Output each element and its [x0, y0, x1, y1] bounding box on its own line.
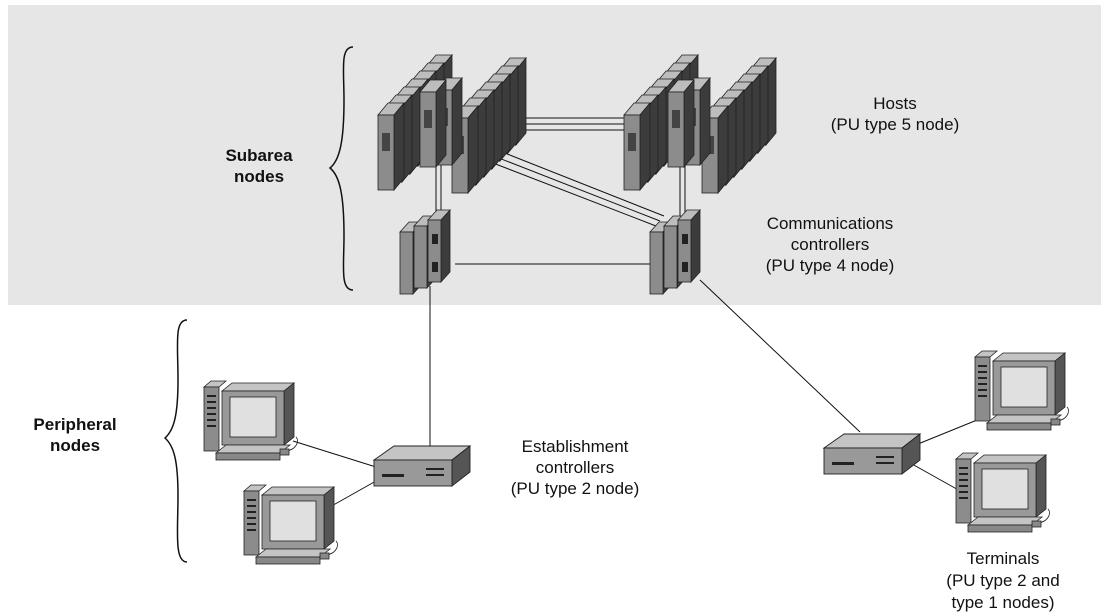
comm-controller-left: [399, 209, 451, 295]
establishment-label-line1: Establishment: [521, 437, 629, 456]
subarea-nodes-label: Subarea nodes: [204, 145, 314, 187]
connection-lines: [292, 117, 983, 509]
hosts-label: Hosts (PU type 5 node): [800, 93, 990, 135]
peripheral-nodes-label: Peripheral nodes: [10, 414, 140, 456]
establishment-label-line3: (PU type 2 node): [510, 479, 640, 498]
subarea-brace: [328, 46, 354, 291]
terminal-right-bottom: [955, 452, 1050, 533]
comm-controllers-label: Communications controllers (PU type 4 no…: [735, 213, 925, 276]
peripheral-label-line1: Peripheral: [33, 415, 117, 434]
hosts-label-line1: Hosts: [873, 94, 917, 113]
establishment-controller: [373, 445, 471, 487]
comm-controllers-label-line1: Communications: [766, 214, 894, 233]
establishment-controllers-label: Establishment controllers (PU type 2 nod…: [480, 436, 670, 499]
terminal-left-bottom: [243, 484, 338, 565]
terminals-label-line1: Terminals: [966, 549, 1040, 568]
comm-controllers-label-line2: controllers: [790, 235, 870, 254]
comm-controllers-label-line3: (PU type 4 node): [765, 256, 895, 275]
terminals-label: Terminals (PU type 2 and type 1 nodes): [908, 548, 1098, 614]
terminals-label-line2: (PU type 2 and: [946, 571, 1060, 590]
peripheral-label-line2: nodes: [49, 436, 101, 455]
terminal-right-top: [974, 350, 1069, 431]
hosts-label-line2: (PU type 5 node): [830, 115, 960, 134]
remote-establishment-controller: [823, 433, 921, 475]
subarea-label-line2: nodes: [233, 167, 285, 186]
terminals-label-line3: type 1 nodes): [951, 593, 1055, 612]
comm-controller-right: [649, 209, 701, 295]
subarea-label-line1: Subarea: [225, 146, 293, 165]
subarea-region: [8, 5, 1101, 305]
establishment-label-line2: controllers: [535, 458, 615, 477]
terminal-left-top: [203, 380, 298, 461]
peripheral-brace: [163, 319, 188, 563]
